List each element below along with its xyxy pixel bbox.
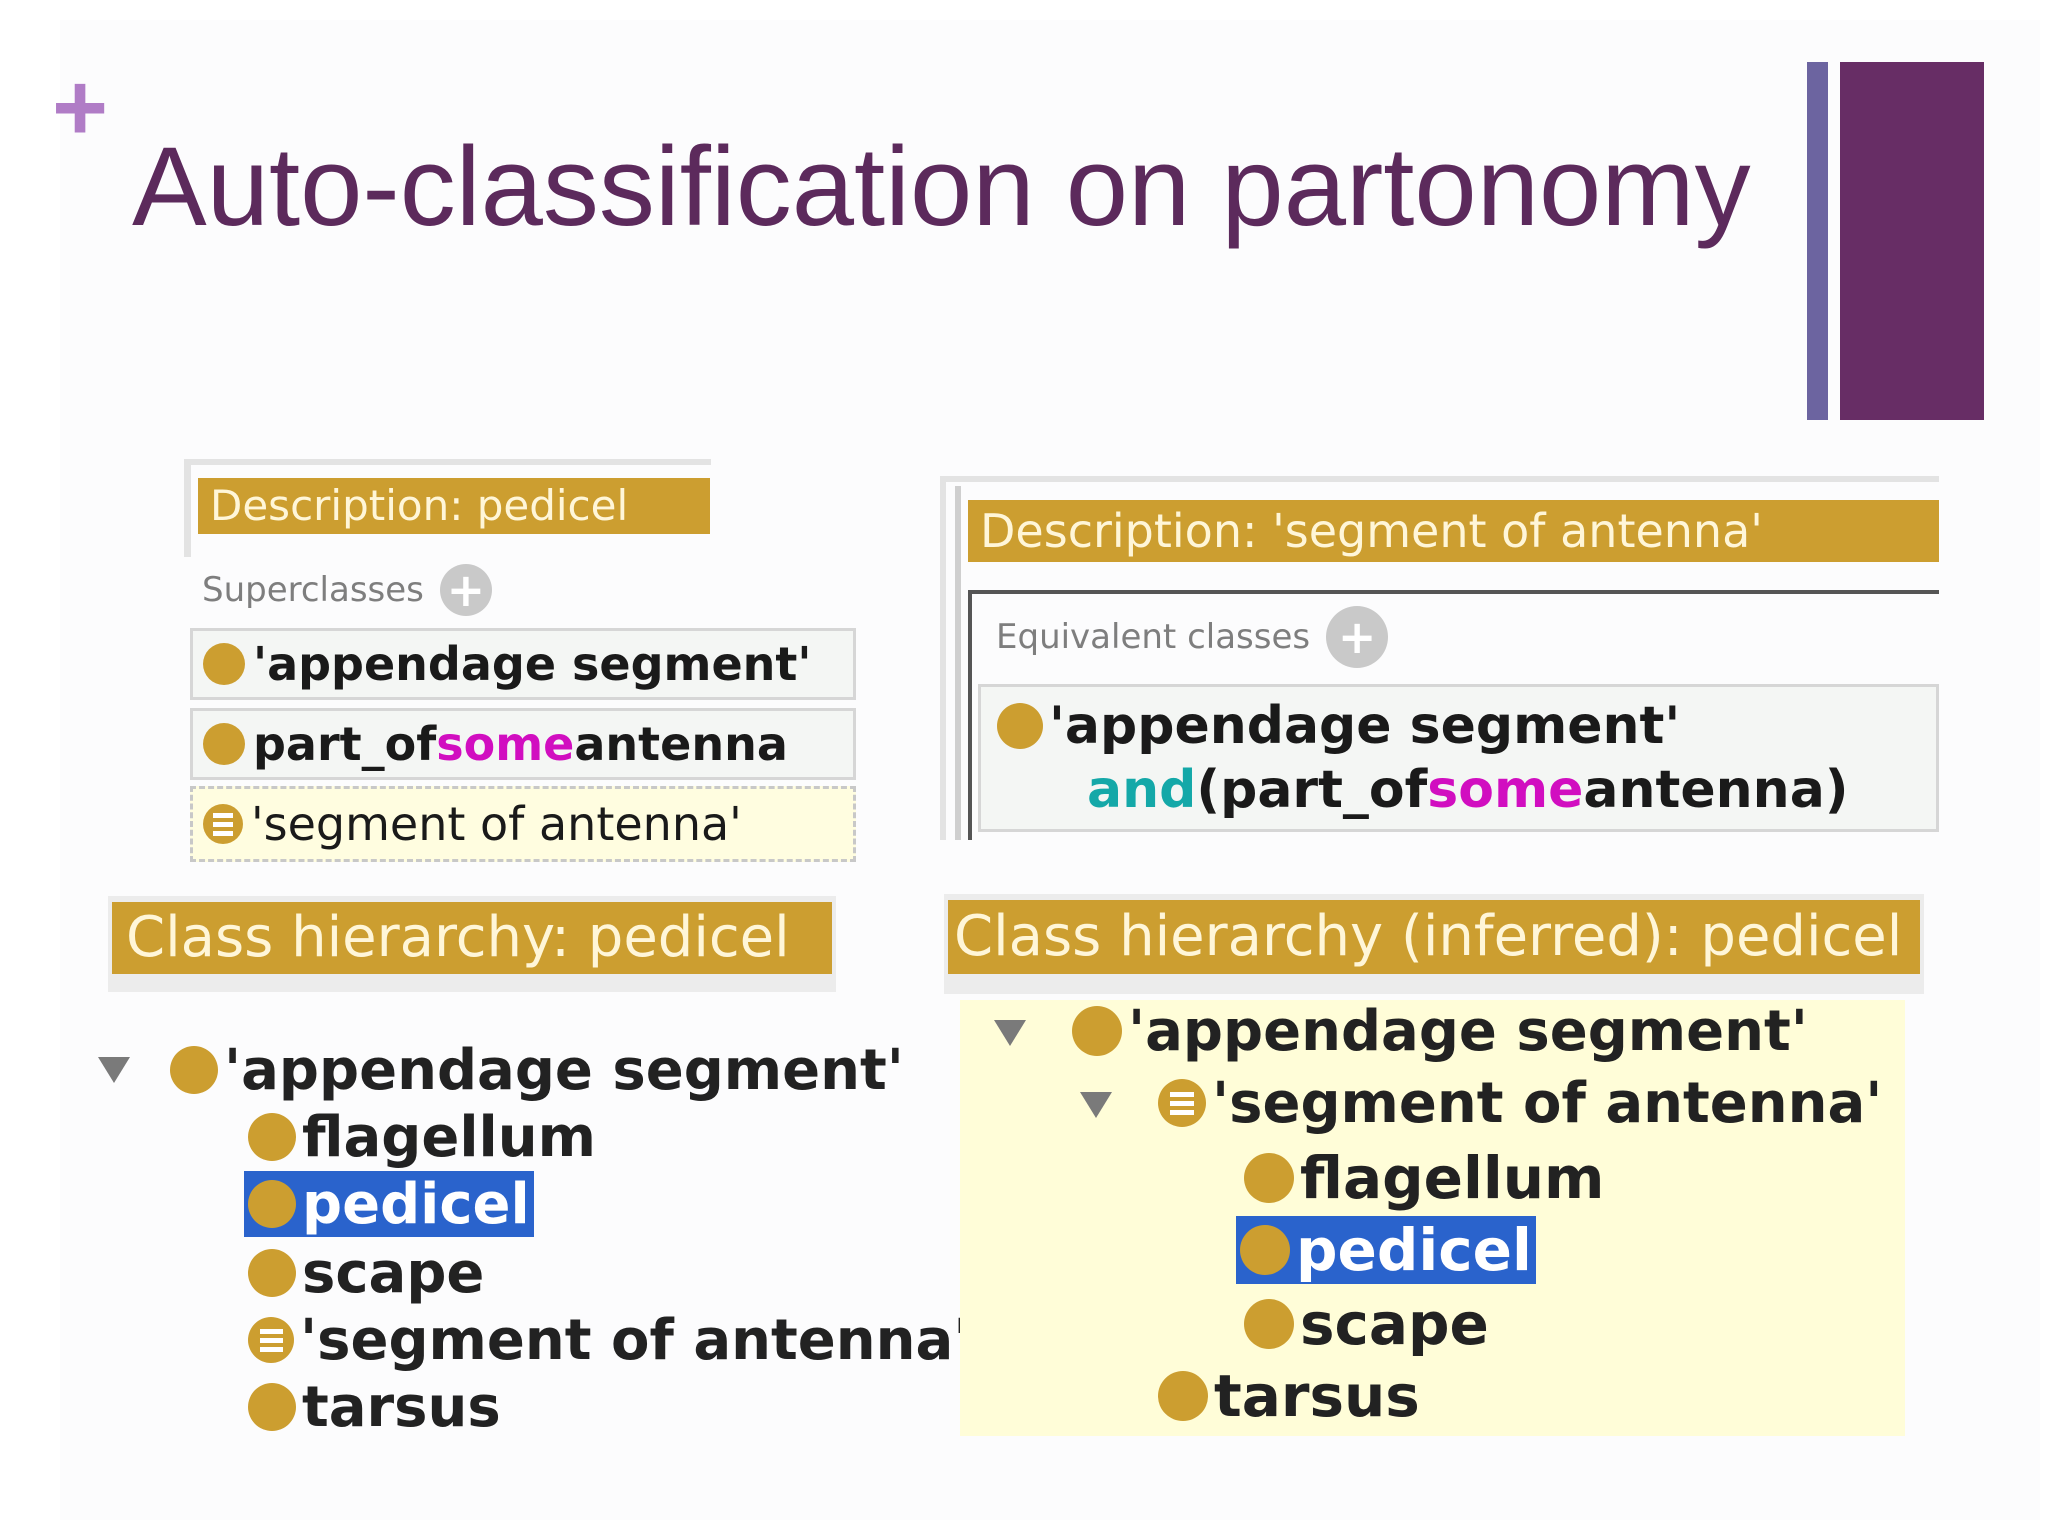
tree-node-segment-of-antenna[interactable]: 'segment of antenna'	[1158, 1070, 1882, 1136]
tree-node-label: flagellum	[1300, 1144, 1605, 1212]
tree-node-label: scape	[302, 1240, 485, 1306]
equivalent-class-row[interactable]: 'appendage segment' and (part_of some an…	[978, 684, 1939, 832]
class-dot-icon	[248, 1383, 296, 1431]
class-dot-icon	[248, 1180, 296, 1228]
tree-node-pedicel-selected[interactable]: pedicel	[1236, 1216, 1536, 1284]
tree-node-label: tarsus	[1214, 1362, 1420, 1430]
tree-node-segment-of-antenna[interactable]: 'segment of antenna'	[248, 1307, 970, 1373]
add-equivalent-class-icon[interactable]: +	[1326, 606, 1389, 668]
panel-frame-left	[184, 459, 191, 557]
add-superclass-icon[interactable]: +	[439, 564, 492, 616]
superclass-row[interactable]: 'appendage segment'	[190, 628, 856, 700]
expand-triangle-icon[interactable]	[1080, 1092, 1112, 1118]
keyword-and: and	[1087, 760, 1197, 820]
tree-node-tarsus[interactable]: tarsus	[248, 1374, 501, 1440]
equivalent-classes-label: Equivalent classes	[996, 617, 1311, 657]
equivalent-classes-section: Equivalent classes +	[996, 604, 1389, 670]
superclass-property: part_of	[253, 717, 437, 771]
class-dot-icon	[248, 1249, 296, 1297]
accent-bar-thick	[1840, 62, 1984, 420]
inferred-superclass-text: 'segment of antenna'	[251, 797, 742, 851]
tree-node-label: 'segment of antenna'	[1212, 1070, 1883, 1136]
panel-frame-left-outer	[940, 476, 946, 840]
right-hierarchy-header: Class hierarchy (inferred): pedicel	[948, 900, 1920, 974]
right-description-header: Description: 'segment of antenna'	[968, 500, 1939, 562]
tree-node-label: flagellum	[302, 1104, 596, 1170]
panel-frame-left-inner	[955, 486, 961, 840]
class-dot-icon	[203, 723, 245, 765]
equivalent-class-filler: antenna)	[1583, 760, 1849, 820]
keyword-some: some	[436, 717, 575, 771]
class-dot-icon	[248, 1113, 296, 1161]
tree-node-root[interactable]: 'appendage segment'	[170, 1035, 904, 1105]
tree-node-tarsus[interactable]: tarsus	[1158, 1362, 1420, 1430]
accent-bar-thin	[1807, 62, 1828, 420]
left-description-header: Description: pedicel	[198, 478, 710, 534]
equivalent-class-icon	[1158, 1079, 1206, 1127]
plus-icon: +	[52, 54, 109, 161]
panel-frame-top	[940, 476, 1939, 482]
section-frame-left	[968, 590, 972, 840]
class-dot-icon	[997, 703, 1043, 749]
tree-node-label: scape	[1300, 1290, 1489, 1358]
left-hierarchy-header: Class hierarchy: pedicel	[112, 902, 832, 974]
superclasses-section: Superclasses +	[202, 560, 492, 620]
tree-node-scape[interactable]: scape	[1244, 1290, 1489, 1358]
class-dot-icon	[1072, 1006, 1122, 1056]
panel-frame-top	[184, 459, 711, 465]
superclass-row[interactable]: part_of some antenna	[190, 708, 856, 780]
equivalent-class-icon	[203, 804, 243, 844]
class-dot-icon	[203, 643, 245, 685]
tree-node-label: 'appendage segment'	[224, 1037, 904, 1103]
class-dot-icon	[1244, 1153, 1294, 1203]
equivalent-class-line1: 'appendage segment'	[1049, 696, 1681, 756]
class-dot-icon	[1240, 1225, 1290, 1275]
tree-node-label: tarsus	[302, 1374, 501, 1440]
tree-node-label: pedicel	[1296, 1216, 1532, 1284]
keyword-some: some	[1427, 760, 1584, 820]
superclass-text: 'appendage segment'	[253, 637, 812, 691]
class-dot-icon	[1244, 1299, 1294, 1349]
tree-node-label: pedicel	[302, 1171, 530, 1237]
expand-triangle-icon[interactable]	[994, 1020, 1026, 1046]
tree-node-flagellum[interactable]: flagellum	[1244, 1144, 1604, 1212]
tree-node-flagellum[interactable]: flagellum	[248, 1104, 596, 1170]
expand-triangle-icon[interactable]	[98, 1057, 130, 1083]
section-divider	[968, 590, 1939, 594]
inferred-superclass-row[interactable]: 'segment of antenna'	[190, 786, 856, 862]
superclass-filler: antenna	[574, 717, 788, 771]
tree-node-label: 'segment of antenna'	[300, 1307, 971, 1373]
tree-node-scape[interactable]: scape	[248, 1240, 484, 1306]
equivalent-class-icon	[248, 1317, 294, 1363]
equivalent-class-property: (part_of	[1196, 760, 1428, 820]
tree-node-pedicel-selected[interactable]: pedicel	[244, 1171, 534, 1237]
tree-node-root[interactable]: 'appendage segment'	[1072, 998, 1808, 1064]
class-dot-icon	[1158, 1371, 1208, 1421]
slide-title: Auto-classification on partonomy	[132, 124, 1751, 249]
class-dot-icon	[170, 1046, 218, 1094]
tree-node-label: 'appendage segment'	[1128, 998, 1808, 1064]
superclasses-label: Superclasses	[202, 570, 424, 610]
